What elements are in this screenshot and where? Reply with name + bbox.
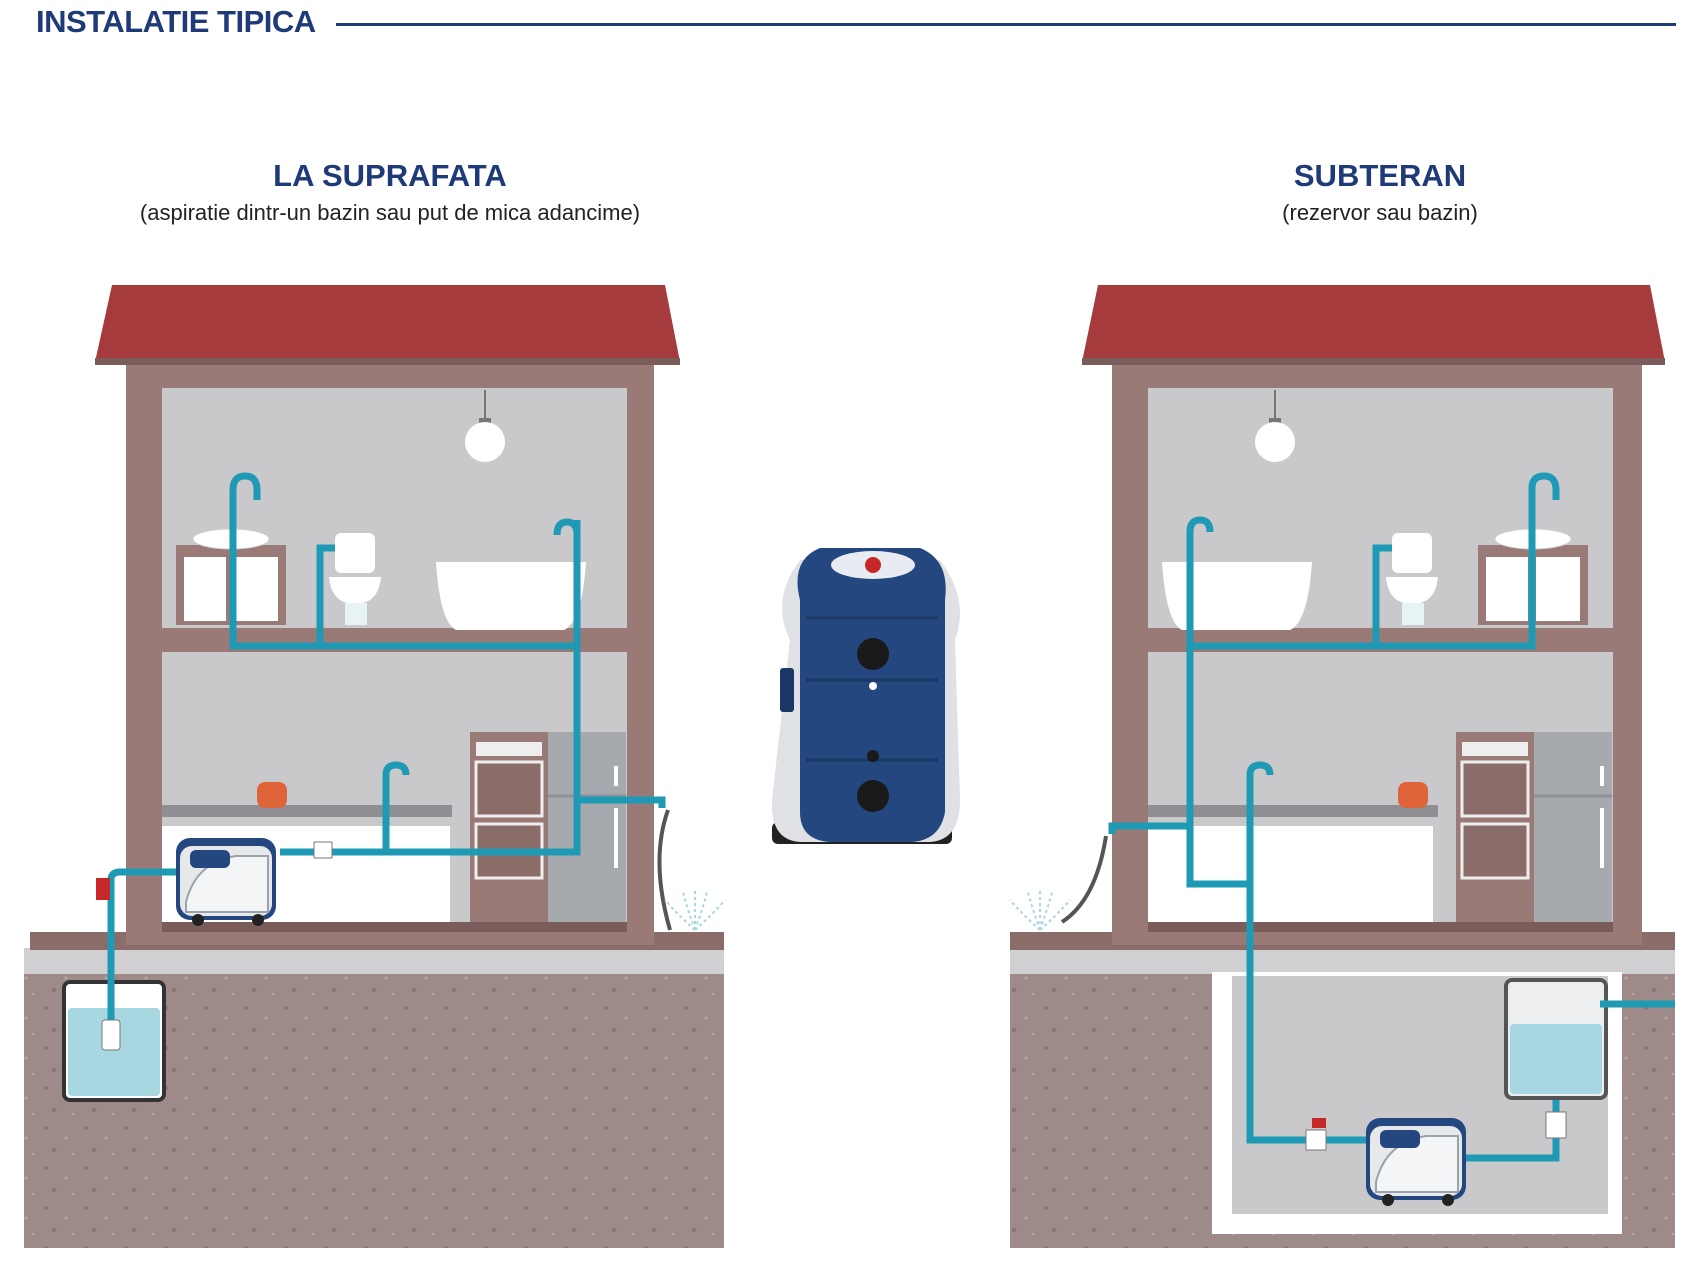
oven-icon xyxy=(1454,730,1536,924)
page-title: INSTALATIE TIPICA xyxy=(36,4,316,39)
sprinkler-icon xyxy=(664,889,726,931)
fridge-icon xyxy=(1532,730,1614,924)
oven-icon xyxy=(468,730,550,924)
pot-icon xyxy=(1398,782,1428,808)
ground-surface xyxy=(24,948,724,974)
surface-section-title: LA SUPRAFATA xyxy=(273,158,507,193)
well-water xyxy=(68,1008,160,1096)
fridge-icon xyxy=(546,730,628,924)
ground-surface xyxy=(1010,948,1675,974)
garden-hose xyxy=(657,809,672,931)
valve-icon xyxy=(96,878,110,900)
garden-hose xyxy=(1060,835,1108,924)
pump-unit-icon xyxy=(1365,1117,1467,1207)
valve-icon xyxy=(1312,1118,1326,1128)
kitchen-counter xyxy=(1148,805,1438,817)
underground-section-title: SUBTERAN xyxy=(1293,158,1467,193)
surface-pipes xyxy=(107,472,666,1035)
bathtub-icon xyxy=(436,562,586,630)
foot-valve-icon xyxy=(101,1019,121,1051)
kitchen-counter xyxy=(162,805,452,817)
pump-product-image xyxy=(771,548,960,844)
underground-house xyxy=(1009,285,1675,1248)
surface-section-subtitle: (aspiratie dintr-un bazin sau put de mic… xyxy=(139,200,641,225)
underground-section-subtitle: (rezervor sau bazin) xyxy=(1282,200,1478,225)
roof xyxy=(95,285,680,362)
pot-icon xyxy=(257,782,287,808)
bathtub-icon xyxy=(1162,562,1312,630)
sprinkler-icon xyxy=(1009,889,1071,931)
underground-pipes xyxy=(1108,472,1675,1162)
surface-house xyxy=(24,285,726,1248)
tank-water xyxy=(1510,1024,1602,1094)
roof xyxy=(1082,285,1665,362)
pump-unit-icon xyxy=(175,837,277,927)
inlet-valve-icon xyxy=(1545,1111,1567,1139)
title-rule xyxy=(336,23,1676,26)
check-valve-icon xyxy=(1305,1129,1327,1151)
check-valve-icon xyxy=(313,841,333,859)
